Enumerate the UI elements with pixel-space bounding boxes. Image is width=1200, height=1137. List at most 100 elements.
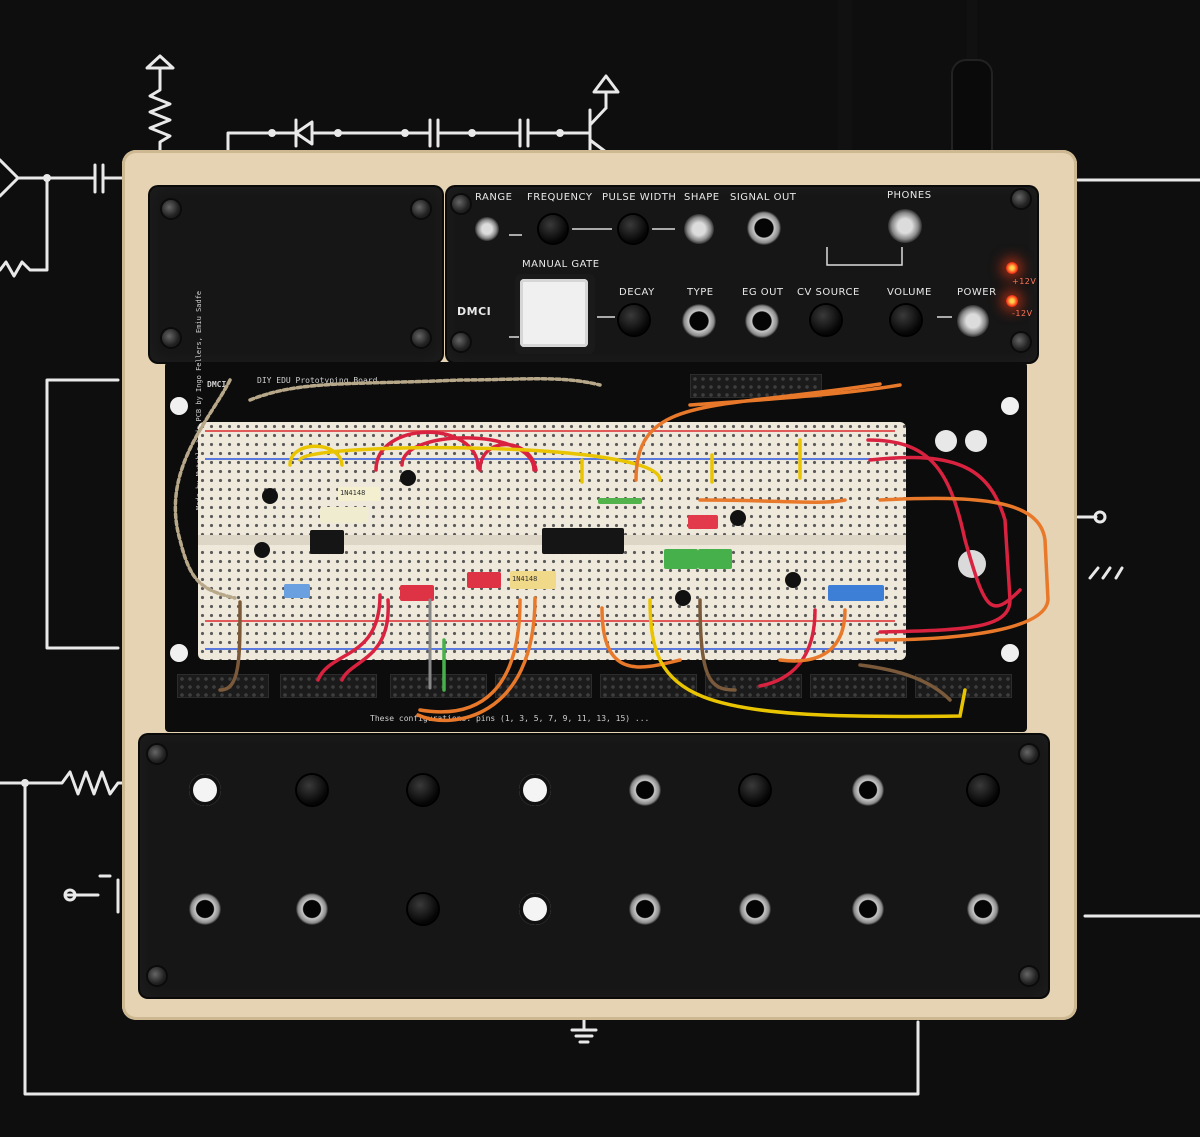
screw bbox=[452, 333, 470, 351]
control-panel: RANGE FREQUENCY PULSE WIDTH SHAPE SIGNAL… bbox=[447, 187, 1037, 362]
panel-hole bbox=[519, 774, 551, 806]
signal-out-jack[interactable] bbox=[747, 211, 781, 245]
capacitor bbox=[400, 585, 434, 601]
pin-header bbox=[177, 674, 269, 698]
power-label: POWER bbox=[957, 287, 997, 298]
plus12v-led bbox=[1006, 262, 1018, 274]
transistor bbox=[254, 542, 270, 558]
cv-source-label: CV SOURCE bbox=[797, 287, 860, 298]
shape-label: SHAPE bbox=[684, 192, 720, 203]
transistor bbox=[785, 572, 801, 588]
power-rail bbox=[205, 620, 895, 622]
signal-out-label: SIGNAL OUT bbox=[730, 192, 797, 203]
panel-jack[interactable] bbox=[852, 893, 884, 925]
type-label: TYPE bbox=[687, 287, 714, 298]
screw bbox=[162, 200, 180, 218]
minus12v-led bbox=[1006, 295, 1018, 307]
decay-label: DECAY bbox=[619, 287, 655, 298]
shape-switch[interactable] bbox=[684, 214, 714, 244]
panel-graphics bbox=[509, 228, 952, 338]
screw bbox=[452, 195, 470, 213]
pin-header bbox=[915, 674, 1012, 698]
capacitor bbox=[688, 515, 718, 529]
bottom-row-2 bbox=[140, 735, 1048, 997]
transistor bbox=[730, 510, 746, 526]
phones-label: PHONES bbox=[887, 190, 932, 201]
panel-knob[interactable] bbox=[408, 775, 438, 805]
transistor bbox=[400, 470, 416, 486]
transistor bbox=[262, 488, 278, 504]
pulse-width-label: PULSE WIDTH bbox=[602, 192, 677, 203]
bottom-panel bbox=[140, 735, 1048, 997]
mount-hole bbox=[1001, 397, 1019, 415]
screw bbox=[412, 329, 430, 347]
screw bbox=[412, 200, 430, 218]
pin-header bbox=[495, 674, 592, 698]
transistor bbox=[675, 590, 691, 606]
decay-knob[interactable] bbox=[619, 305, 649, 335]
part-marking: 1N4148 bbox=[340, 489, 366, 497]
capacitor bbox=[935, 430, 957, 452]
panel-knob[interactable] bbox=[740, 775, 770, 805]
screw bbox=[1020, 745, 1038, 763]
panel-knob[interactable] bbox=[968, 775, 998, 805]
volume-label: VOLUME bbox=[887, 287, 932, 298]
pulse-width-knob[interactable] bbox=[619, 215, 647, 243]
pin-header bbox=[810, 674, 907, 698]
capacitor bbox=[338, 487, 380, 501]
ic-chip bbox=[310, 530, 344, 554]
panel-jack[interactable] bbox=[629, 774, 661, 806]
panel-jack[interactable] bbox=[296, 893, 328, 925]
capacitor bbox=[467, 572, 501, 588]
part-marking: 1N4148 bbox=[512, 575, 538, 583]
ic-chip bbox=[542, 528, 624, 554]
pin-header bbox=[280, 674, 377, 698]
panel-jack[interactable] bbox=[967, 893, 999, 925]
screw bbox=[162, 329, 180, 347]
panel-jack[interactable] bbox=[629, 893, 661, 925]
power-rail bbox=[205, 458, 895, 460]
pcb-title: DIY EDU Prototyping Board bbox=[257, 376, 378, 385]
pin-header bbox=[390, 674, 487, 698]
manual-gate-button[interactable] bbox=[520, 279, 588, 347]
panel-hole bbox=[189, 774, 221, 806]
panel-switch[interactable] bbox=[408, 894, 438, 924]
volume-knob[interactable] bbox=[891, 305, 921, 335]
frequency-label: FREQUENCY bbox=[527, 192, 593, 203]
panel-jack[interactable] bbox=[739, 893, 771, 925]
bottom-row-1 bbox=[140, 735, 1048, 997]
dmci-logo: DMCI bbox=[457, 305, 492, 318]
panel-hole bbox=[519, 893, 551, 925]
power-rail bbox=[205, 648, 895, 650]
capacitor bbox=[698, 549, 732, 569]
manual-gate-housing bbox=[515, 274, 595, 354]
resistor bbox=[598, 498, 642, 504]
plus12v-label: +12V bbox=[1012, 277, 1037, 286]
panel-jack[interactable] bbox=[189, 893, 221, 925]
type-switch[interactable] bbox=[682, 304, 716, 338]
manual-gate-label: MANUAL GATE bbox=[522, 259, 600, 270]
screw bbox=[1012, 333, 1030, 351]
eg-out-jack[interactable] bbox=[745, 304, 779, 338]
pcb-logo: DMCI bbox=[207, 380, 227, 389]
capacitor bbox=[965, 430, 987, 452]
mount-hole bbox=[170, 397, 188, 415]
panel-knob[interactable] bbox=[297, 775, 327, 805]
range-switch[interactable] bbox=[475, 217, 499, 241]
pin-header bbox=[600, 674, 697, 698]
screw bbox=[148, 745, 166, 763]
capacitor bbox=[958, 550, 986, 578]
pcb-footer-text: These configurations: pins (1, 3, 5, 7, … bbox=[370, 714, 650, 723]
frequency-knob[interactable] bbox=[539, 215, 567, 243]
eg-out-label: EG OUT bbox=[742, 287, 784, 298]
power-switch[interactable] bbox=[957, 305, 989, 337]
panel-jack[interactable] bbox=[852, 774, 884, 806]
screw bbox=[148, 967, 166, 985]
cv-source-knob[interactable] bbox=[811, 305, 841, 335]
capacitor bbox=[320, 507, 368, 523]
minus12v-label: -12V bbox=[1012, 309, 1033, 318]
blank-panel bbox=[150, 187, 442, 362]
phones-jack[interactable] bbox=[888, 209, 922, 243]
trimmer bbox=[828, 585, 884, 601]
